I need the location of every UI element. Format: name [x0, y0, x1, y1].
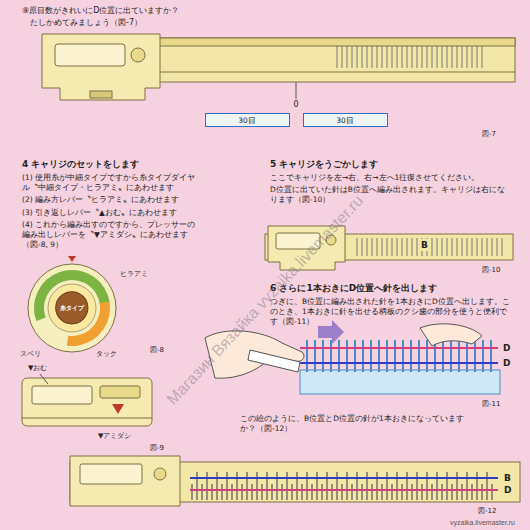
dial — [28, 256, 116, 352]
box-text: 30目 — [238, 116, 256, 125]
figure-number: 図-8 — [150, 346, 164, 355]
lever-slot — [100, 386, 140, 398]
carriage-panel — [55, 44, 125, 66]
carriage-knob — [154, 468, 166, 480]
knitting-machine — [42, 34, 515, 100]
box-text: 糸タイプ — [60, 304, 84, 311]
dial-label: ヒラアミ — [120, 270, 148, 279]
position-letter: D — [503, 357, 510, 369]
needles — [355, 238, 505, 256]
step-text: D位置に出ていた針はB位置へ編み出されます。キャリジは右になります（図-10） — [270, 185, 510, 205]
count-box: 30目 — [205, 113, 290, 127]
count-box: 30目 — [303, 113, 388, 127]
position-letter: B — [504, 472, 511, 484]
lever-label: ▼おむ — [28, 364, 47, 373]
circle-shape — [56, 292, 88, 324]
needle-bed — [300, 370, 500, 394]
step-text: ここでキャリジを左→右、右→左へ1往復させてください。 — [270, 173, 510, 183]
carriage-handle — [90, 91, 112, 98]
step-text: (2) 編み方レバー〝ヒラアミ〟にあわせます — [22, 195, 202, 205]
needles — [302, 340, 498, 372]
position-line — [300, 362, 498, 364]
carriage — [42, 34, 160, 100]
figure-number: 図-10 — [482, 266, 500, 275]
carriage-knob — [131, 48, 145, 62]
carriage-panel — [32, 386, 92, 404]
dial-body — [28, 264, 116, 352]
dial-label: スベリ — [20, 350, 41, 359]
dial-ring — [48, 284, 96, 332]
zero-mark: 0 — [293, 100, 298, 111]
carriage — [70, 456, 180, 506]
carriage — [22, 378, 152, 426]
lever-label: ▼アミダシ — [98, 432, 131, 441]
dial-pointer — [68, 256, 76, 262]
watermark: vyzaika.livemaster.ru — [450, 518, 515, 527]
step-heading: 6 さらに1本おきにD位置へ針を出します — [270, 282, 437, 294]
comb — [248, 350, 300, 372]
step-heading: 4 キャリジのセットをします — [22, 158, 139, 170]
step-text: (3) 引き返しレバー〝▲おむ〟にあわせます — [22, 208, 202, 218]
center-mark — [296, 82, 297, 99]
carriage-panel — [80, 464, 142, 484]
step-text: (4) これから編み出すのですから、プレッサーの編み出しレバーを〝▼アミダシ〟に… — [22, 220, 202, 250]
figure-number: 図-11 — [482, 400, 500, 409]
position-line — [190, 489, 498, 491]
position-line — [190, 477, 498, 479]
knitting-machine — [70, 456, 520, 506]
position-letter: D — [504, 484, 511, 496]
dial-band — [34, 270, 110, 346]
intro-text: ⑨原目数がきれいにD位置に出ていますか？ — [22, 6, 179, 17]
figure-number: 図-7 — [482, 130, 496, 139]
leader-line — [40, 374, 48, 384]
step-text: (1) 使用糸が中細タイプですから糸タイプダイヤル〝中細タイプ・ヒラアミ〟にあわ… — [22, 173, 202, 193]
dial-band — [30, 266, 115, 351]
needles — [190, 470, 495, 500]
step-heading: 5 キャリジをうごかします — [270, 158, 378, 170]
figure-number: 図-12 — [478, 507, 496, 516]
hand — [420, 324, 482, 346]
position-letter: B — [420, 239, 429, 251]
dial-center: 糸タイプ — [55, 291, 89, 325]
box-text: 30目 — [336, 116, 354, 125]
carriage-detail — [22, 374, 152, 426]
needles — [335, 46, 483, 68]
carriage-edge — [22, 418, 152, 419]
intro-text: たしかめてみましょう（図-7） — [30, 18, 142, 29]
lever-mark — [112, 404, 124, 414]
step-text: つぎに、B位置に編み出された針を1本おきにD位置へ出します。このとき、1本おきに… — [270, 297, 510, 327]
dial-label: タック — [96, 350, 117, 359]
position-line — [300, 347, 498, 349]
position-letter: D — [503, 342, 510, 354]
figure-number: 図-9 — [150, 444, 164, 453]
note-text: この絵のように、B位置とD位置の針が1本おきになっていますか？（図-12） — [240, 414, 472, 434]
